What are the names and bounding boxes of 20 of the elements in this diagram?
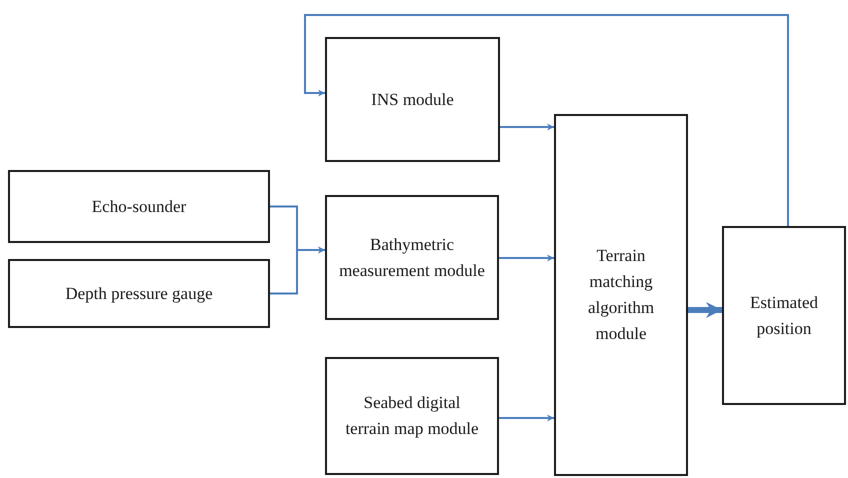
arrow	[304, 14, 789, 226]
process-box	[325, 357, 499, 475]
process-box	[554, 114, 688, 476]
process-box	[8, 170, 270, 243]
process-box	[325, 195, 499, 320]
arrow	[499, 254, 554, 262]
process-box	[722, 226, 846, 405]
arrow	[688, 302, 722, 318]
box-label: Bathymetric measurement module	[339, 234, 485, 282]
arrow	[500, 124, 554, 130]
box-label: Terrain matching algorithm module	[586, 245, 656, 345]
box-label: INS module	[371, 88, 454, 110]
box-label: Estimated position	[749, 292, 819, 340]
process-box	[8, 259, 270, 328]
arrow	[270, 246, 325, 294]
box-label: Seabed digital terrain map module	[344, 392, 480, 440]
process-box	[325, 37, 500, 162]
box-label: Echo-sounder	[92, 196, 186, 218]
arrow	[499, 414, 554, 422]
box-label: Depth pressure gauge	[65, 282, 213, 305]
